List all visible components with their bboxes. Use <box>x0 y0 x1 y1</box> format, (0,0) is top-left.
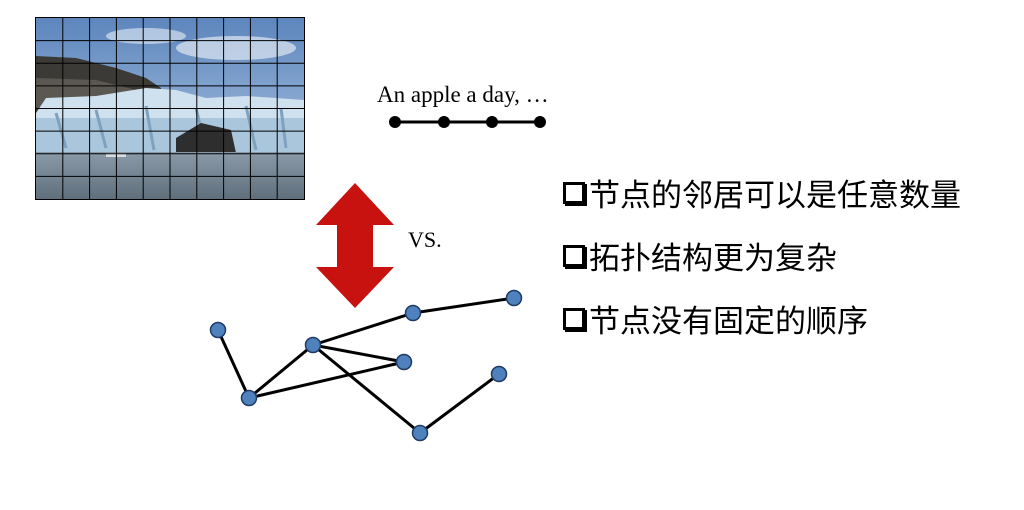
bullet-text: 拓扑结构更为复杂 <box>589 241 837 277</box>
graph-node <box>304 336 322 354</box>
double-arrow-icon <box>316 183 394 308</box>
checkbox-bullet-icon <box>563 181 585 204</box>
sequence-node <box>534 116 546 128</box>
bullet-item: 拓扑结构更为复杂 <box>563 233 837 278</box>
bullet-item: 节点没有固定的顺序 <box>563 296 868 341</box>
graph-edge <box>412 296 515 315</box>
bullet-item: 节点的邻居可以是任意数量 <box>563 170 961 215</box>
bullet-text: 节点的邻居可以是任意数量 <box>589 178 961 214</box>
graph-node <box>395 353 413 371</box>
bullet-text: 节点没有固定的顺序 <box>589 304 868 340</box>
sequence-node <box>389 116 401 128</box>
graph-edge <box>312 343 405 364</box>
graph-edge <box>248 360 405 400</box>
graph-edge <box>419 372 500 435</box>
checkbox-bullet-icon <box>563 244 585 267</box>
sequence-node <box>486 116 498 128</box>
graph-node <box>505 289 523 307</box>
graph-edge <box>312 311 414 347</box>
graph-edge <box>216 329 251 399</box>
sequence-node <box>438 116 450 128</box>
graph-edge <box>312 343 421 435</box>
checkbox-bullet-icon <box>563 307 585 330</box>
sequence-chain <box>389 116 546 128</box>
glacier-image-grid <box>35 17 305 200</box>
graph-node <box>411 424 429 442</box>
graph-node <box>240 389 258 407</box>
graph-diagram <box>209 289 523 442</box>
graph-node <box>404 304 422 322</box>
glacier-image <box>36 18 304 199</box>
graph-edge <box>248 343 314 400</box>
sequence-text: An apple a day, … <box>377 82 549 107</box>
graph-node <box>209 321 227 339</box>
graph-node <box>490 365 508 383</box>
vs-label: VS. <box>408 227 442 252</box>
